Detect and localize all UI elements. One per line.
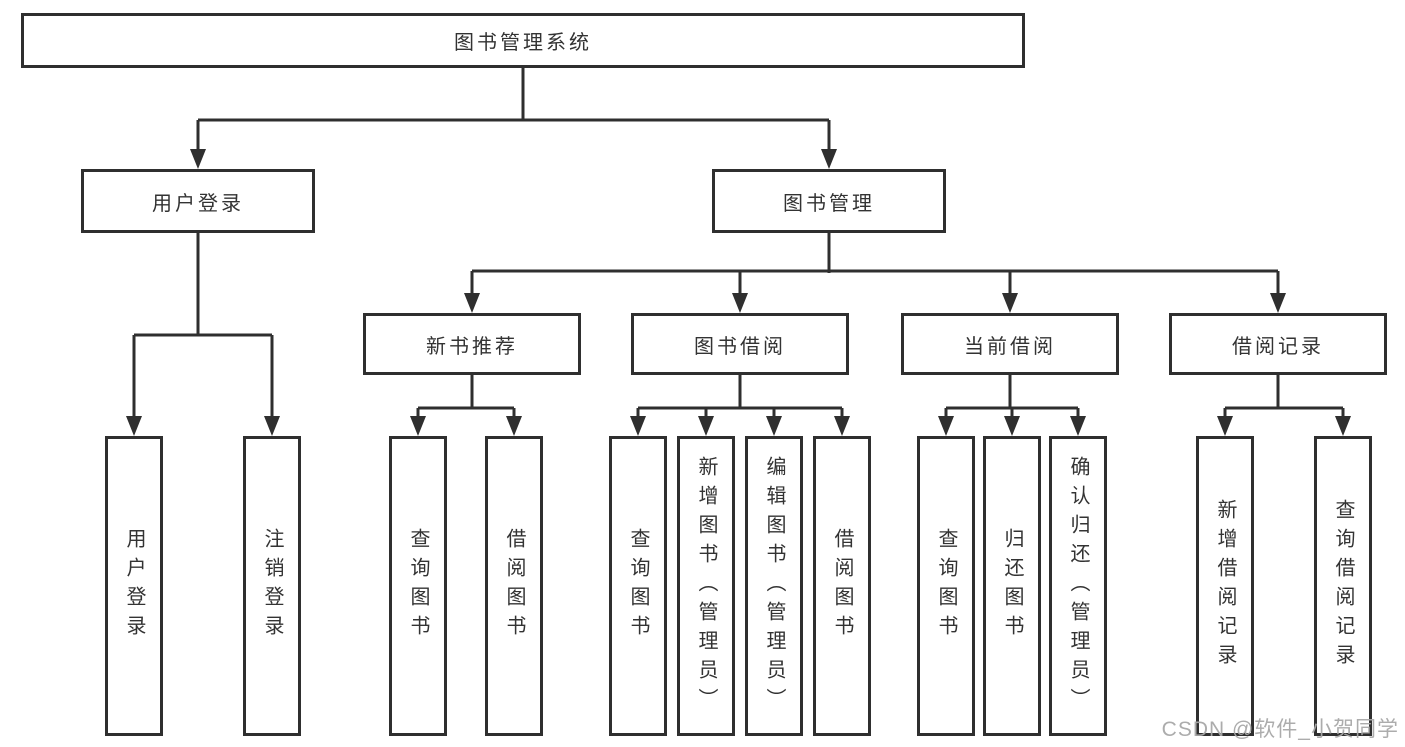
leaf-recommend-query-book-label: 查询图书: [407, 528, 429, 644]
edge-line: [1008, 375, 1012, 409]
leaf-borrow-query-book-label: 查询图书: [627, 528, 649, 644]
arrow-down-icon: [1217, 416, 1233, 436]
node-current-borrow: 当前借阅: [901, 313, 1119, 375]
edge-line: [944, 408, 948, 423]
leaf-records-add-record-label: 新增借阅记录: [1214, 499, 1236, 673]
edge-line: [738, 375, 742, 409]
leaf-current-query-book: 查询图书: [917, 436, 975, 736]
leaf-records-query-record-label: 查询借阅记录: [1332, 499, 1354, 673]
node-book-borrow: 图书借阅: [631, 313, 849, 375]
arrow-down-icon: [410, 416, 426, 436]
leaf-current-return-book: 归还图书: [983, 436, 1041, 736]
node-borrow-records: 借阅记录: [1169, 313, 1387, 375]
leaf-user-login: 用户登录: [105, 436, 163, 736]
edge-line: [638, 406, 842, 410]
arrow-down-icon: [1004, 416, 1020, 436]
node-user-login: 用户登录: [81, 169, 315, 233]
leaf-borrow-query-book: 查询图书: [609, 436, 667, 736]
edge-line: [196, 120, 200, 159]
leaf-current-confirm-return-admin: 确认归还（管理员）: [1049, 436, 1107, 736]
leaf-recommend-query-book: 查询图书: [389, 436, 447, 736]
arrow-down-icon: [126, 416, 142, 436]
node-book-borrow-label: 图书借阅: [694, 335, 786, 358]
edge-line: [418, 406, 514, 410]
leaf-logout-login: 注销登录: [243, 436, 301, 736]
node-book-management: 图书管理: [712, 169, 946, 233]
edge-line: [1010, 408, 1014, 423]
edge-line: [738, 271, 742, 301]
edge-line: [1223, 408, 1227, 423]
csdn-watermark: CSDN @软件_小贺同学: [1161, 718, 1399, 741]
node-user-login-label: 用户登录: [152, 192, 244, 215]
arrow-down-icon: [698, 416, 714, 436]
node-root-label: 图书管理系统: [454, 32, 592, 54]
node-new-book-recommend-label: 新书推荐: [426, 335, 518, 358]
edge-line: [470, 271, 474, 301]
leaf-borrow-add-book-admin: 新增图书（管理员）: [677, 436, 735, 736]
edge-line: [521, 68, 525, 121]
arrow-down-icon: [1335, 416, 1351, 436]
edge-line: [134, 333, 272, 337]
arrow-down-icon: [190, 149, 206, 169]
leaf-borrow-borrow-book-label: 借阅图书: [831, 528, 853, 644]
edge-line: [1008, 271, 1012, 301]
leaf-current-return-book-label: 归还图书: [1001, 528, 1023, 644]
node-root: 图书管理系统: [21, 13, 1025, 68]
arrow-down-icon: [1270, 293, 1286, 313]
arrow-down-icon: [1070, 416, 1086, 436]
node-new-book-recommend: 新书推荐: [363, 313, 581, 375]
arrow-down-icon: [732, 293, 748, 313]
leaf-borrow-edit-book-admin: 编辑图书（管理员）: [745, 436, 803, 736]
leaf-recommend-borrow-book: 借阅图书: [485, 436, 543, 736]
edge-line: [1076, 408, 1080, 423]
leaf-current-query-book-label: 查询图书: [935, 528, 957, 644]
edge-line: [512, 408, 516, 423]
arrow-down-icon: [464, 293, 480, 313]
edge-line: [827, 233, 831, 273]
edge-line: [470, 375, 474, 409]
edge-line: [270, 335, 274, 423]
arrow-down-icon: [821, 149, 837, 169]
leaf-records-query-record: 查询借阅记录: [1314, 436, 1372, 736]
leaf-records-add-record: 新增借阅记录: [1196, 436, 1254, 736]
edge-line: [196, 233, 200, 336]
node-borrow-records-label: 借阅记录: [1232, 335, 1324, 358]
arrow-down-icon: [834, 416, 850, 436]
edge-line: [827, 120, 831, 159]
leaf-borrow-borrow-book: 借阅图书: [813, 436, 871, 736]
edge-line: [704, 408, 708, 423]
leaf-logout-login-label: 注销登录: [261, 528, 283, 644]
arrow-down-icon: [938, 416, 954, 436]
leaf-user-login-label: 用户登录: [123, 528, 145, 644]
arrow-down-icon: [264, 416, 280, 436]
edge-line: [416, 408, 420, 423]
edge-line: [772, 408, 776, 423]
edge-line: [1276, 375, 1280, 409]
edge-line: [636, 408, 640, 423]
arrow-down-icon: [630, 416, 646, 436]
edge-line: [198, 118, 829, 122]
node-current-borrow-label: 当前借阅: [964, 335, 1056, 358]
node-book-management-label: 图书管理: [783, 192, 875, 215]
leaf-recommend-borrow-book-label: 借阅图书: [503, 528, 525, 644]
edge-line: [132, 335, 136, 423]
arrow-down-icon: [766, 416, 782, 436]
leaf-borrow-add-book-admin-label: 新增图书（管理员）: [695, 455, 717, 717]
edge-line: [1341, 408, 1345, 423]
edge-line: [840, 408, 844, 423]
edge-line: [472, 269, 1278, 273]
edge-line: [1276, 271, 1280, 301]
edge-line: [1225, 406, 1343, 410]
arrow-down-icon: [506, 416, 522, 436]
arrow-down-icon: [1002, 293, 1018, 313]
leaf-borrow-edit-book-admin-label: 编辑图书（管理员）: [763, 455, 785, 717]
leaf-current-confirm-return-admin-label: 确认归还（管理员）: [1067, 455, 1089, 717]
